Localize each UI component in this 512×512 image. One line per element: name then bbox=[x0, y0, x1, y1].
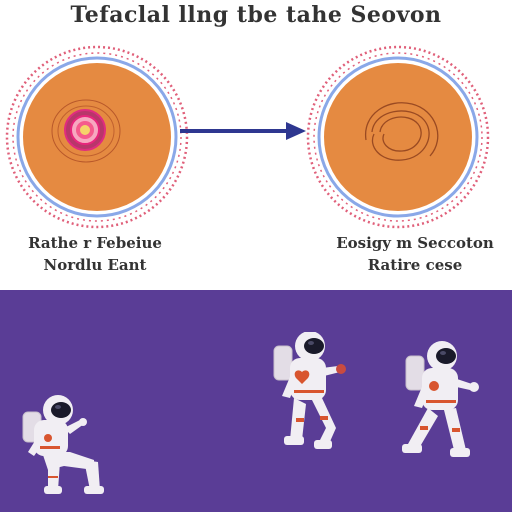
astronaut-walking-left bbox=[273, 332, 346, 449]
right-caption-line-2: Ratire cese bbox=[367, 256, 463, 274]
left-caption-line-1: Rathe r Febeiue bbox=[28, 234, 162, 252]
left-planet-spiral bbox=[51, 99, 121, 163]
transition-arrow bbox=[180, 122, 306, 140]
right-planet bbox=[306, 45, 490, 229]
astronaut-walking-right bbox=[402, 341, 479, 457]
left-caption: Rathe r Febeiue Nordlu Eant bbox=[0, 232, 190, 276]
right-caption-line-1: Eosigy m Seccoton bbox=[336, 234, 494, 252]
diagram-title: Tefaclal llng tbe tahe Seovon bbox=[70, 2, 442, 28]
planet-transition-diagram bbox=[5, 45, 490, 229]
right-planet-swirl bbox=[365, 102, 439, 161]
astronaut-sitting bbox=[22, 395, 104, 494]
left-caption-line-2: Nordlu Eant bbox=[43, 256, 147, 274]
space-scene bbox=[0, 290, 512, 512]
right-caption: Eosigy m Seccoton Ratire cese bbox=[320, 232, 510, 276]
left-planet bbox=[5, 45, 189, 229]
